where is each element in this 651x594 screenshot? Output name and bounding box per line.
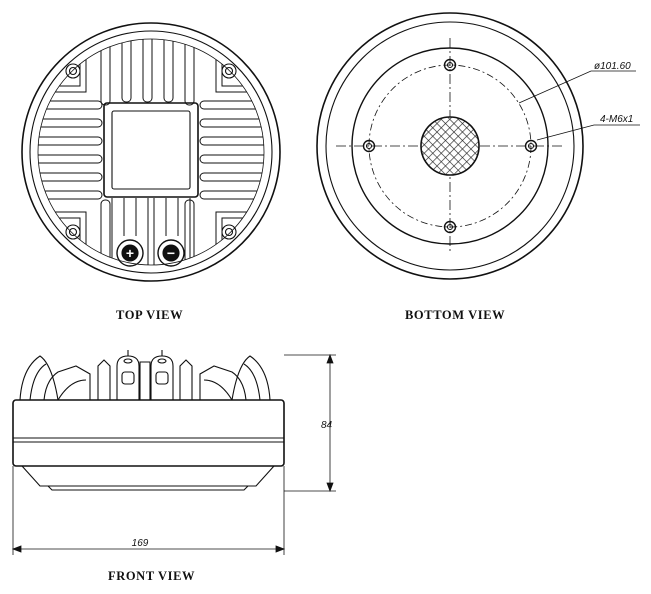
positive-terminal bbox=[116, 239, 144, 267]
top-view bbox=[21, 22, 281, 282]
front-terminal-left bbox=[116, 350, 140, 400]
magnet-square bbox=[103, 102, 199, 198]
front-view-label: FRONT VIEW bbox=[108, 569, 196, 583]
vertical-fins bbox=[100, 39, 195, 265]
front-terminal-right bbox=[150, 350, 174, 400]
mounting-hole-spec: 4-M6x1 bbox=[600, 114, 633, 125]
screw-top-left bbox=[65, 63, 81, 79]
width-dimension: 169 bbox=[132, 538, 149, 549]
screw-bottom-right bbox=[221, 224, 237, 240]
height-dimension: 84 bbox=[321, 420, 333, 431]
mounting-hole-left bbox=[362, 139, 376, 153]
negative-terminal bbox=[157, 239, 185, 267]
front-view bbox=[12, 350, 285, 491]
bottom-view bbox=[316, 12, 640, 280]
terminal-block bbox=[111, 198, 191, 265]
horizontal-fins-right bbox=[199, 100, 264, 200]
width-dimension-line bbox=[11, 466, 286, 555]
bolt-circle-dimension: ø101.60 bbox=[594, 61, 631, 72]
negative-terminal-symbol: − bbox=[167, 245, 175, 261]
mounting-hole-leader bbox=[536, 124, 640, 141]
bottom-view-label: BOTTOM VIEW bbox=[405, 308, 506, 322]
positive-terminal-symbol: + bbox=[126, 245, 134, 261]
screw-top-right bbox=[221, 63, 237, 79]
mounting-hole-top bbox=[443, 58, 457, 72]
height-dimension-line bbox=[284, 353, 336, 493]
mounting-hole-bottom bbox=[443, 220, 457, 234]
phase-plug-mesh bbox=[420, 116, 480, 176]
mounting-hole-right bbox=[524, 139, 538, 153]
screw-bottom-left bbox=[65, 224, 81, 240]
top-view-label: TOP VIEW bbox=[116, 308, 184, 322]
housing-body bbox=[12, 399, 285, 467]
bolt-circle-leader bbox=[518, 70, 636, 104]
horizontal-fins-left bbox=[38, 100, 103, 200]
